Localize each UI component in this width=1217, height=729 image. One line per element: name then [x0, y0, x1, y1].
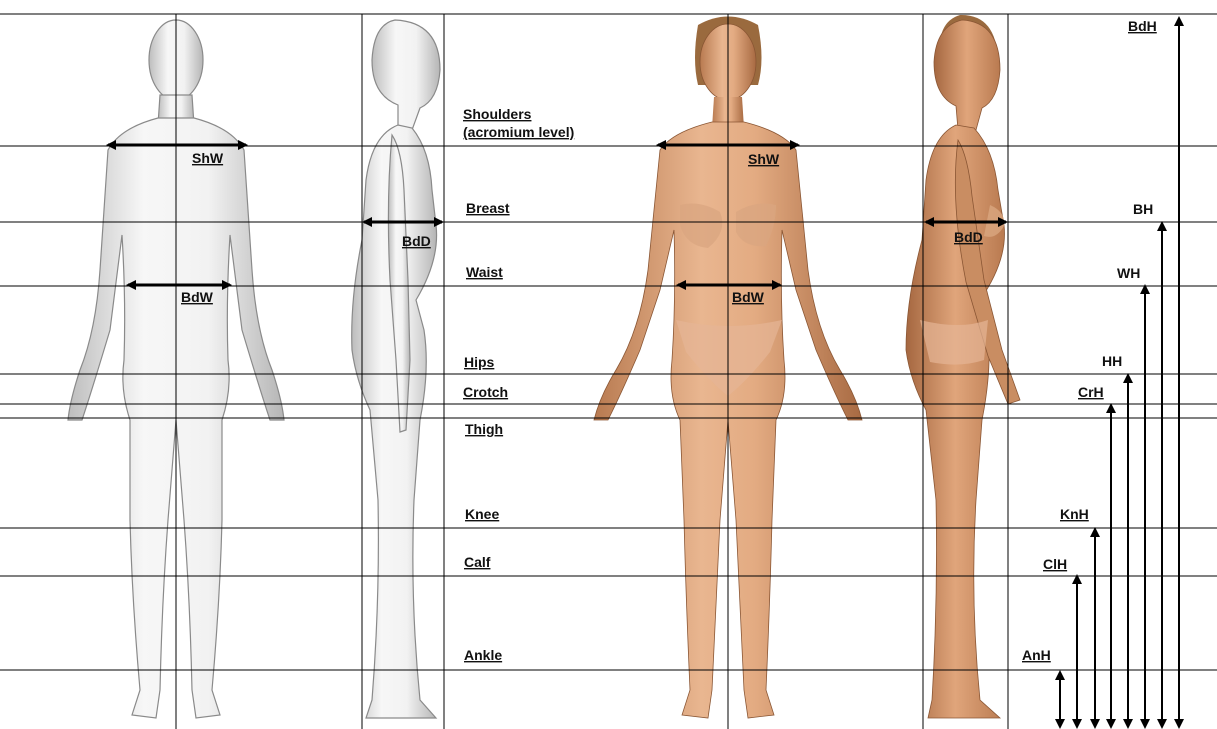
label-bdd-skin: BdD [954, 229, 983, 245]
label-bdw-skin: BdW [732, 289, 765, 305]
label-shw-grey: ShW [192, 150, 224, 166]
label-breast: Breast [466, 200, 510, 216]
label-crh: CrH [1078, 384, 1104, 400]
label-thigh: Thigh [465, 421, 503, 437]
label-bdh: BdH [1128, 18, 1157, 34]
label-waist: Waist [466, 264, 503, 280]
label-acromium-level: (acromium level) [463, 124, 574, 140]
height-arrows [1060, 18, 1179, 727]
level-labels: Shoulders (acromium level) Breast Waist … [463, 106, 574, 663]
measurement-labels: ShW BdD BdW ShW BdD BdW BdH BH WH HH CrH… [181, 18, 1157, 663]
label-shoulders: Shoulders [463, 106, 532, 122]
label-hips: Hips [464, 354, 495, 370]
label-knh: KnH [1060, 506, 1089, 522]
label-bdw-grey: BdW [181, 289, 214, 305]
label-wh: WH [1117, 265, 1140, 281]
label-clh: ClH [1043, 556, 1067, 572]
label-shw-skin: ShW [748, 151, 780, 167]
label-hh: HH [1102, 353, 1122, 369]
label-ankle: Ankle [464, 647, 502, 663]
label-knee: Knee [465, 506, 499, 522]
label-bh: BH [1133, 201, 1153, 217]
grey-side-figure [352, 20, 440, 718]
label-calf: Calf [464, 554, 491, 570]
label-crotch: Crotch [463, 384, 508, 400]
label-anh: AnH [1022, 647, 1051, 663]
label-bdd-grey: BdD [402, 233, 431, 249]
